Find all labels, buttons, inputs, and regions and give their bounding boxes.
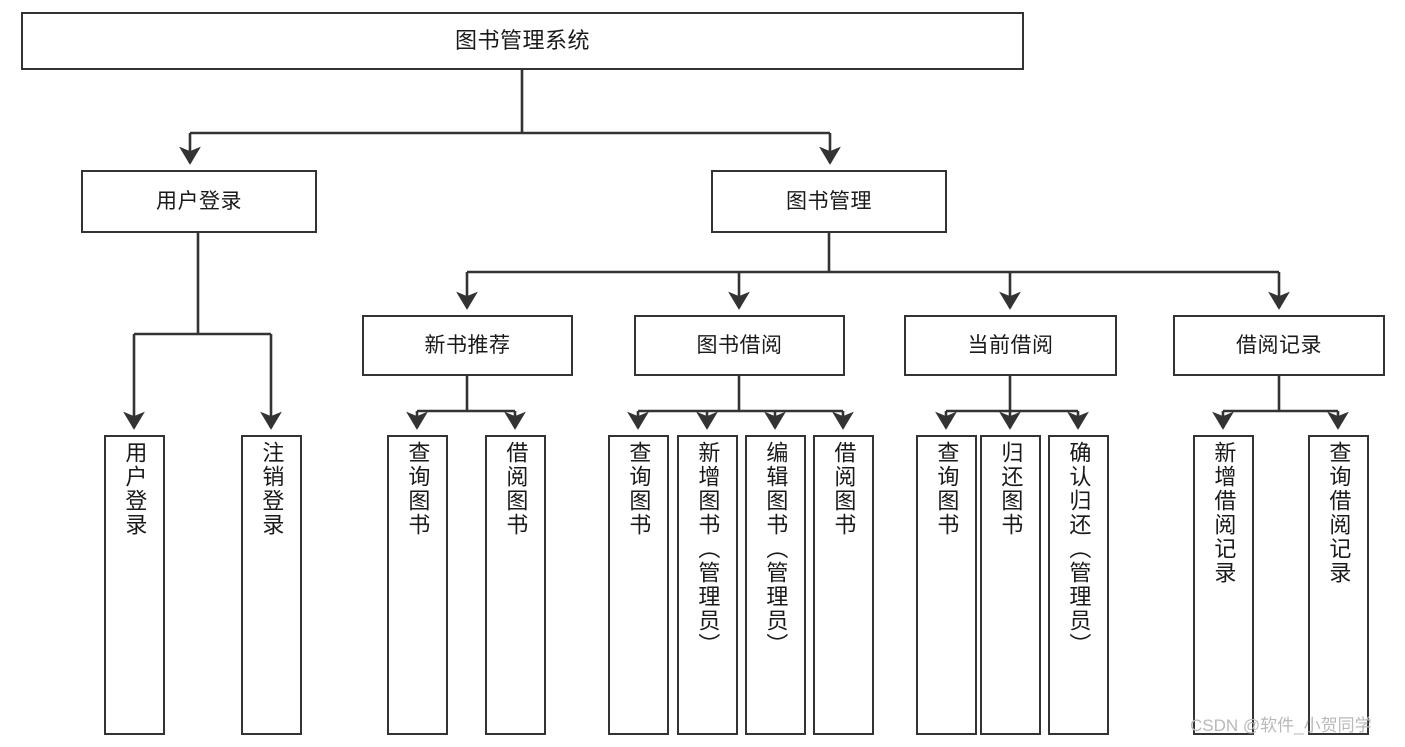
node-leaf-add-book[interactable]: 新增图书（管理员） xyxy=(677,435,738,735)
node-user-login[interactable]: 用户登录 xyxy=(81,170,317,233)
node-label: 新增借阅记录 xyxy=(1211,441,1237,585)
node-label: 借阅图书 xyxy=(831,441,857,537)
node-label: 查询图书 xyxy=(405,441,431,537)
node-new-book-recommend[interactable]: 新书推荐 xyxy=(362,315,573,376)
node-label: 查询图书 xyxy=(934,441,960,537)
node-label: 用户登录 xyxy=(122,441,148,537)
node-label: 图书借阅 xyxy=(696,333,783,357)
node-label: 确认归还（管理员） xyxy=(1066,441,1092,657)
node-label: 新书推荐 xyxy=(424,333,511,357)
node-label: 当前借阅 xyxy=(967,333,1054,357)
node-leaf-query-book-1[interactable]: 查询图书 xyxy=(387,435,448,735)
node-label: 查询借阅记录 xyxy=(1326,441,1352,585)
node-leaf-user-login[interactable]: 用户登录 xyxy=(104,435,165,735)
node-label: 归还图书 xyxy=(998,441,1024,537)
node-leaf-edit-book[interactable]: 编辑图书（管理员） xyxy=(745,435,806,735)
node-label: 编辑图书（管理员） xyxy=(763,441,789,657)
node-label: 图书管理系统 xyxy=(454,27,590,53)
watermark: CSDN @软件_小贺同学 xyxy=(1190,716,1372,735)
node-leaf-query-book-2[interactable]: 查询图书 xyxy=(608,435,669,735)
node-label: 用户登录 xyxy=(156,189,242,213)
node-leaf-add-record[interactable]: 新增借阅记录 xyxy=(1193,435,1254,735)
node-label: 新增图书（管理员） xyxy=(695,441,721,657)
node-leaf-query-record[interactable]: 查询借阅记录 xyxy=(1308,435,1369,735)
node-book-borrow[interactable]: 图书借阅 xyxy=(634,315,845,376)
node-leaf-borrow-book-2[interactable]: 借阅图书 xyxy=(813,435,874,735)
node-label: 图书管理 xyxy=(786,189,872,213)
node-label: 注销登录 xyxy=(259,441,285,537)
node-leaf-borrow-book-1[interactable]: 借阅图书 xyxy=(485,435,546,735)
node-borrow-record[interactable]: 借阅记录 xyxy=(1173,315,1385,376)
node-leaf-query-book-3[interactable]: 查询图书 xyxy=(916,435,977,735)
node-label: 查询图书 xyxy=(626,441,652,537)
node-leaf-logout[interactable]: 注销登录 xyxy=(241,435,302,735)
node-label: 借阅图书 xyxy=(503,441,529,537)
node-label: 借阅记录 xyxy=(1236,333,1322,357)
node-current-borrow[interactable]: 当前借阅 xyxy=(904,315,1117,376)
node-book-management[interactable]: 图书管理 xyxy=(711,170,947,233)
node-root-system[interactable]: 图书管理系统 xyxy=(21,12,1024,70)
node-leaf-confirm-return[interactable]: 确认归还（管理员） xyxy=(1048,435,1109,735)
node-leaf-return-book[interactable]: 归还图书 xyxy=(980,435,1041,735)
